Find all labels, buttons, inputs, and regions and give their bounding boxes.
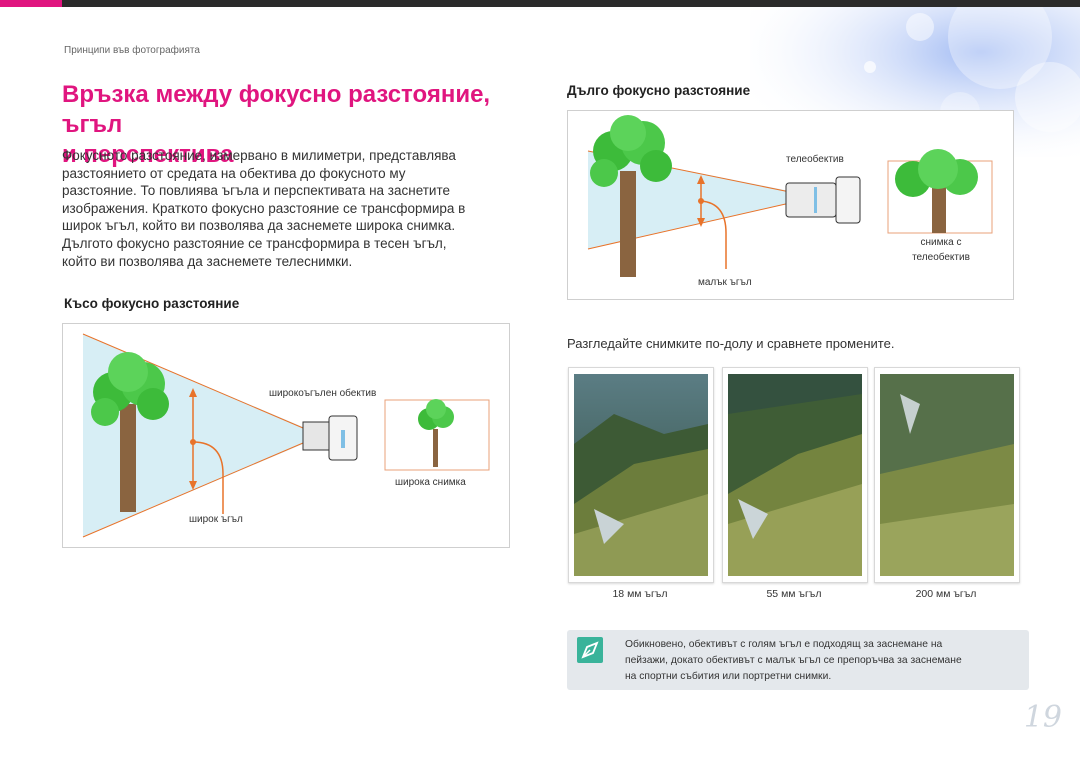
long-focal-illustration	[587, 115, 993, 277]
photo-caption: 18 мм ъгъл	[612, 588, 668, 600]
intro-line: Дългото фокусно разстояние се трансформи…	[62, 235, 447, 251]
page-title: Връзка между фокусно разстояние, ъгъл и …	[62, 80, 552, 170]
long-focal-diagram: телеобектив снимка с телеобектив малък ъ…	[567, 110, 1014, 300]
compare-instruction: Разгледайте снимките по-долу и сравнете …	[567, 336, 895, 351]
intro-line: Фокусното разстояние, измервано в милиме…	[62, 148, 456, 163]
pen-nib-icon	[577, 637, 603, 663]
short-focal-heading: Късо фокусно разстояние	[64, 296, 240, 311]
page-number: 19	[1023, 700, 1062, 735]
intro-line: изображения. Краткото фокусно разстояние…	[62, 200, 466, 216]
long-focal-heading: Дълго фокусно разстояние	[567, 83, 751, 98]
intro-paragraph: Фокусното разстояние, измервано в милиме…	[62, 147, 522, 270]
top-bar-accent	[0, 0, 62, 7]
intro-line: разстоянието от средата на обектива до ф…	[62, 165, 406, 181]
page-title-line-1: Връзка между фокусно разстояние, ъгъл	[62, 81, 491, 138]
wide-lens-label: широкоъгълен обектив	[269, 388, 377, 399]
intro-line: широк ъгъл, който ви позволява да заснем…	[62, 218, 456, 234]
top-bar	[0, 0, 1080, 7]
photo-200mm	[874, 367, 1020, 583]
tele-photo-label-line-1: снимка с	[920, 237, 962, 248]
note-box: Обикновено, обективът с голям ъгъл е под…	[567, 630, 1029, 690]
note-line: на спортни събития или портретни снимки.	[625, 671, 832, 682]
breadcrumb: Принципи във фотографията	[64, 45, 200, 56]
photo-caption: 55 мм ъгъл	[766, 588, 822, 600]
photo-caption: 200 мм ъгъл	[915, 588, 977, 600]
wide-angle-label: широк ъгъл	[189, 514, 243, 525]
note-text: Обикновено, обективът с голям ъгъл е под…	[625, 637, 1025, 685]
intro-line: разстояние. То повлиява ъгъла и перспект…	[62, 183, 451, 199]
tele-photo-label: снимка с телеобектив	[886, 237, 996, 263]
tele-photo-label-line-2: телеобектив	[912, 252, 970, 263]
note-line: Обикновено, обективът с голям ъгъл е под…	[625, 639, 943, 650]
tele-lens-label: телеобектив	[786, 154, 844, 165]
short-focal-diagram: широкоъгълен обектив широка снимка широк…	[62, 323, 510, 548]
landscape-image	[728, 374, 862, 576]
photo-18mm	[568, 367, 714, 583]
photo-55mm	[722, 367, 868, 583]
page-title-line-2: и перспектива	[62, 141, 234, 168]
wide-photo-label: широка снимка	[395, 477, 466, 488]
narrow-angle-label: малък ъгъл	[698, 277, 752, 288]
landscape-image	[574, 374, 708, 576]
landscape-image	[880, 374, 1014, 576]
short-focal-illustration	[82, 333, 490, 538]
note-line: пейзажи, докато обективът с малък ъгъл с…	[625, 655, 962, 666]
intro-line: който ви позволява да заснемете телесним…	[62, 253, 353, 269]
